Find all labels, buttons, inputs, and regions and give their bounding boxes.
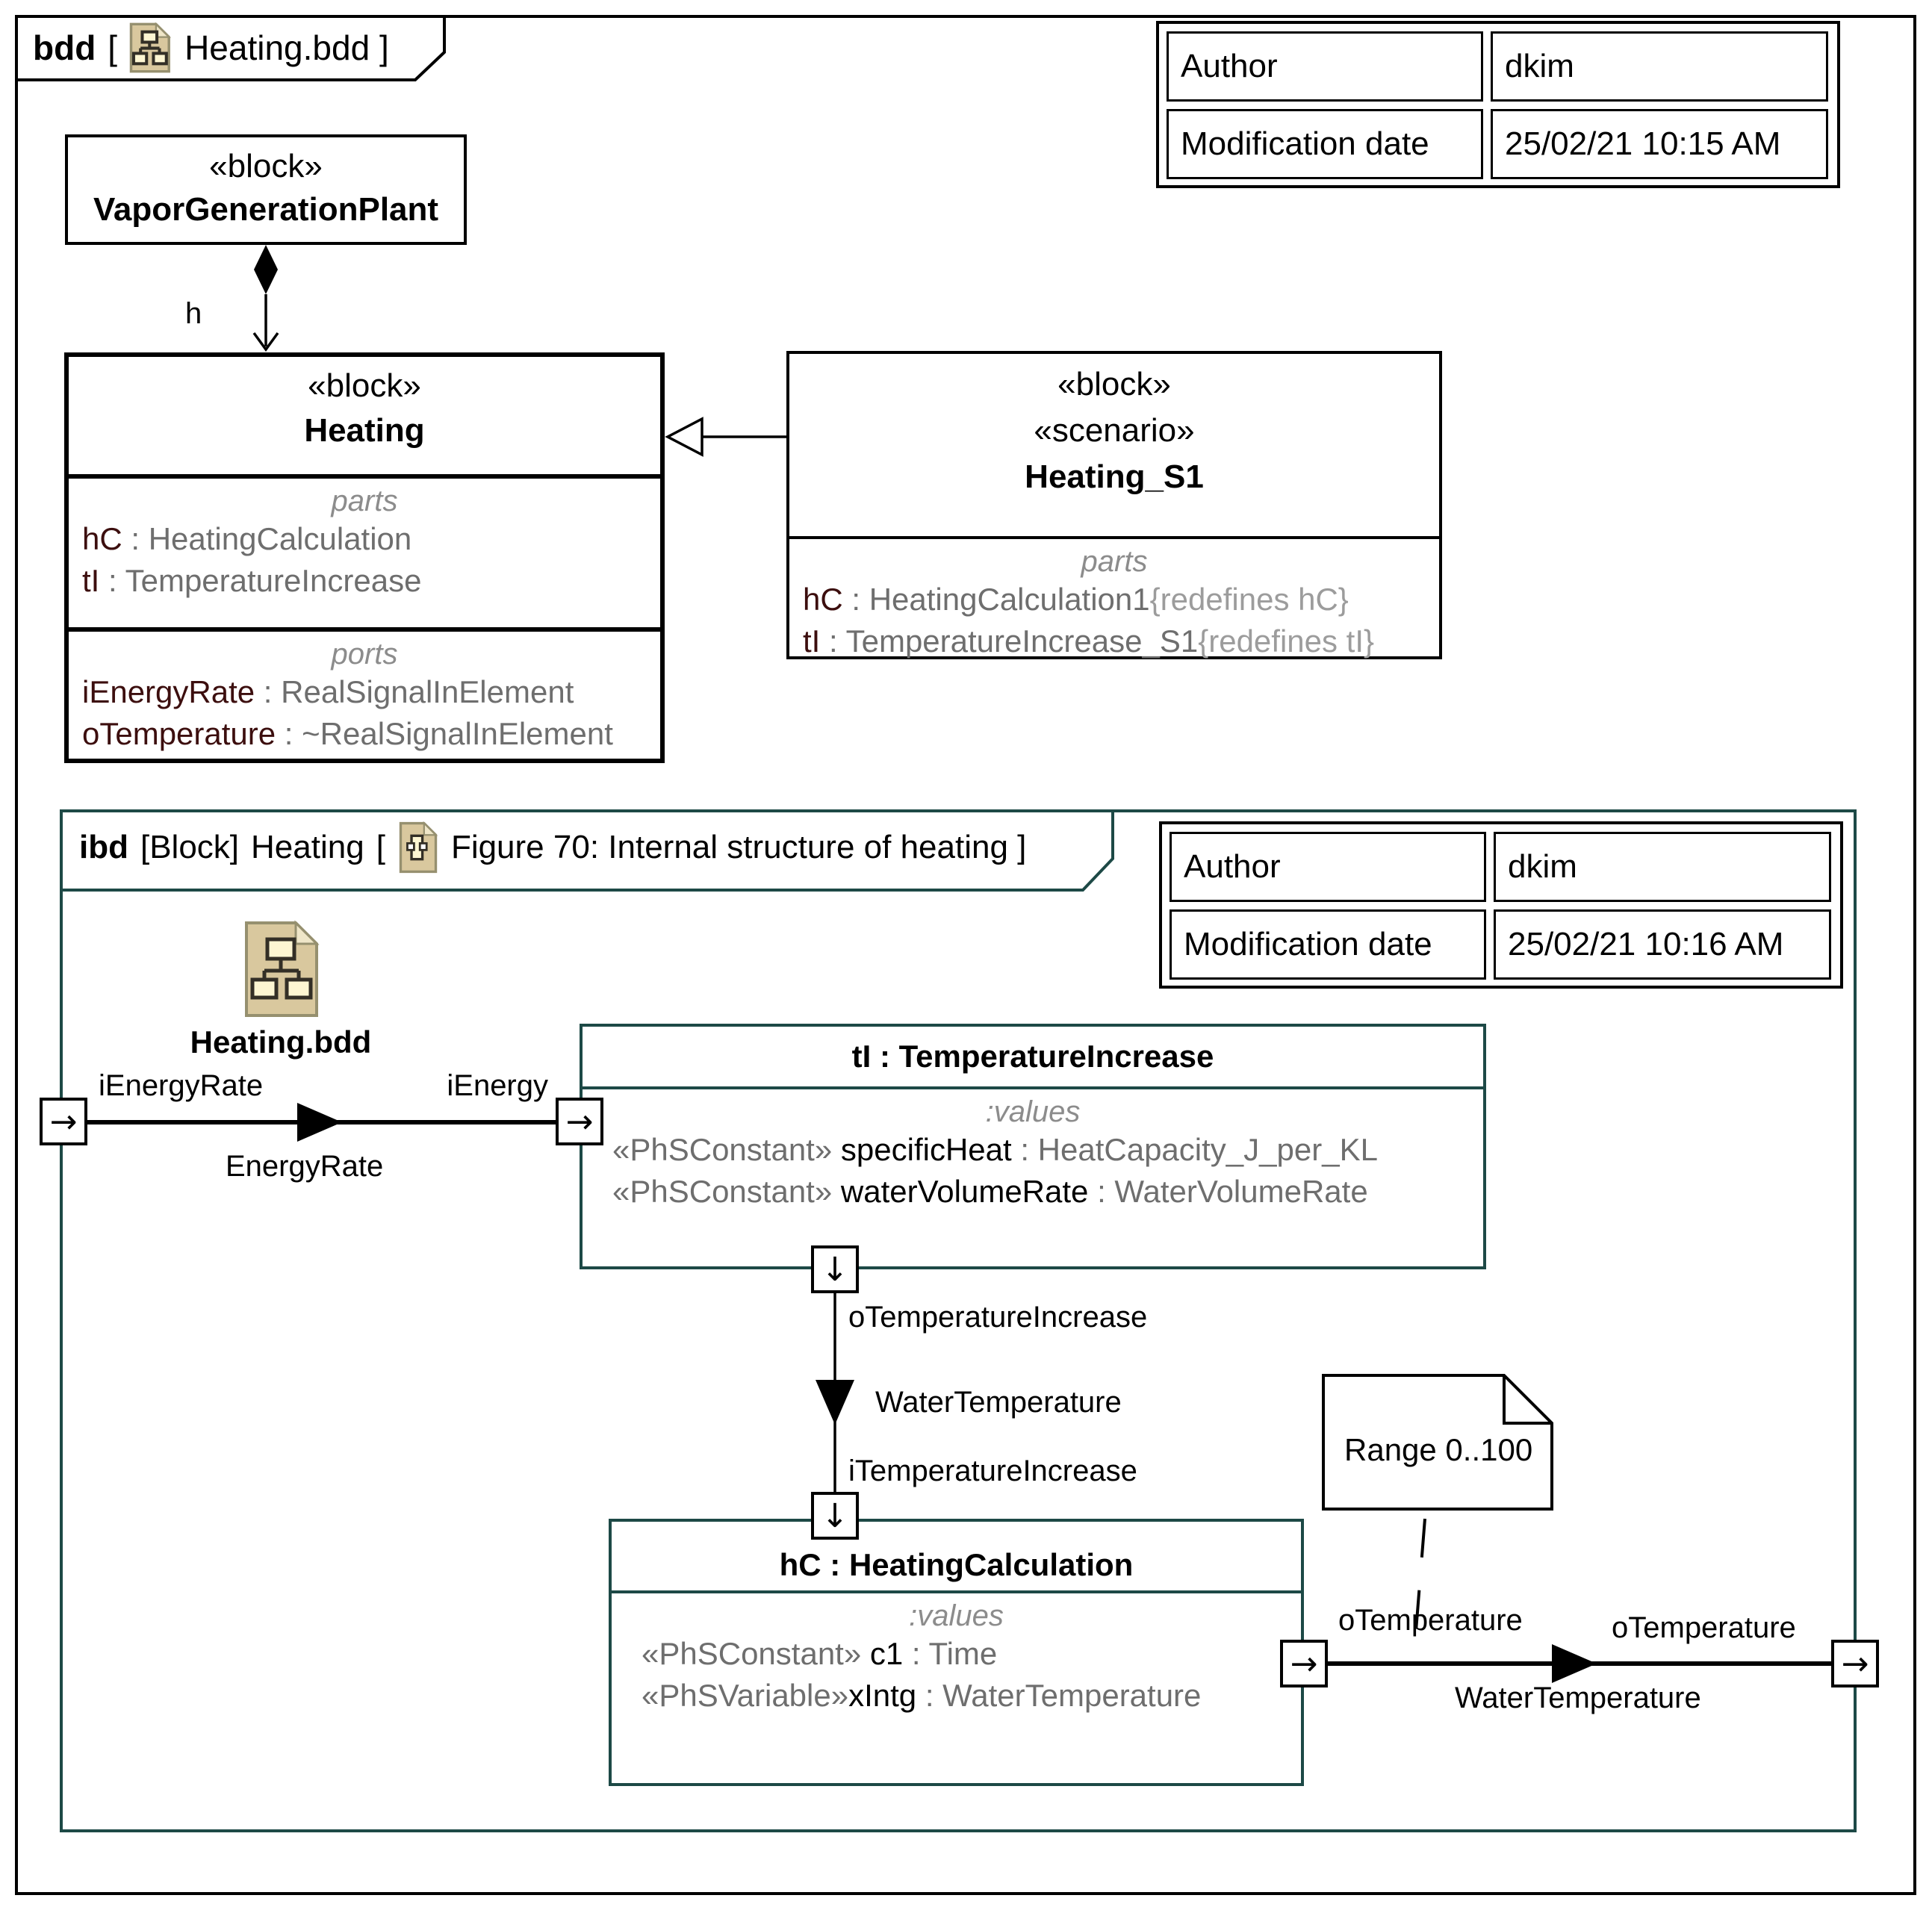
value-water-volume-rate[interactable]: «PhSConstant» waterVolumeRate : WaterVol…	[612, 1174, 1368, 1209]
item-flow-right-icon	[297, 1103, 342, 1142]
block-name: VaporGenerationPlant	[93, 191, 439, 228]
arrow-down-icon: ↓	[821, 1496, 849, 1535]
item-flow-right-icon	[1552, 1644, 1597, 1683]
temperature-flow-label[interactable]: WaterTemperature	[1455, 1682, 1701, 1714]
compartment-label: parts	[331, 485, 398, 517]
block-heating[interactable]: «block» Heating parts hC : HeatingCalcul…	[64, 352, 665, 763]
arrow-right-icon: →	[49, 1102, 78, 1141]
author-value-cell[interactable]: dkim	[1491, 31, 1828, 102]
compartment-label: :values	[985, 1095, 1081, 1128]
part-block-title: tI : TemperatureIncrease	[851, 1039, 1214, 1074]
block-heating-s1[interactable]: «block» «scenario» Heating_S1 parts hC :…	[786, 351, 1442, 659]
generalization-edge[interactable]	[665, 417, 786, 457]
ibd-tab-diagram-name: Figure 70: Internal structure of heating…	[450, 829, 1027, 865]
compartment-label: parts	[1081, 545, 1148, 578]
part-hc-redefined[interactable]: hC : HeatingCalculation1{redefines hC}	[803, 582, 1349, 617]
part-block-ti-temperature-increase[interactable]: tI : TemperatureIncrease :values «PhSCon…	[580, 1024, 1486, 1269]
block-stereotype: «block»	[308, 367, 421, 404]
block-stereotype: «scenario»	[1034, 412, 1195, 449]
ibd-tab-shape[interactable]	[60, 809, 1114, 892]
energy-flow-label[interactable]: EnergyRate	[226, 1150, 384, 1183]
value-specific-heat[interactable]: «PhSConstant» specificHeat : HeatCapacit…	[612, 1132, 1378, 1167]
bdd-file-icon-label[interactable]: Heating.bdd	[190, 1024, 372, 1060]
part-hc[interactable]: hC : HeatingCalculation	[82, 521, 412, 556]
arrow-right-icon: →	[565, 1102, 594, 1141]
temp-increase-target-label[interactable]: iTemperatureIncrease	[848, 1455, 1137, 1487]
part-block-title: hC : HeatingCalculation	[779, 1547, 1134, 1582]
part-ti[interactable]: tI : TemperatureIncrease	[82, 563, 422, 598]
block-stereotype: «block»	[209, 148, 323, 184]
temperature-connector[interactable]	[1328, 1644, 1833, 1683]
composition-role-label[interactable]: h	[185, 297, 202, 330]
ibd-tab-block-name: Heating	[251, 829, 364, 865]
hc-values-compartment: :values «PhSConstant» c1 : Time «PhSVari…	[612, 1593, 1301, 1717]
mod-date-label-cell: Modification date	[1170, 909, 1486, 980]
compartment-label: ports	[331, 638, 398, 671]
bdd-file-icon[interactable]	[245, 920, 320, 1017]
bdd-diagram-icon	[129, 22, 172, 73]
author-value-cell[interactable]: dkim	[1494, 832, 1831, 902]
mod-date-label-cell: Modification date	[1167, 109, 1483, 179]
author-label-cell: Author	[1167, 31, 1483, 102]
composition-edge[interactable]	[252, 245, 279, 352]
part-block-hc-heating-calculation[interactable]: hC : HeatingCalculation :values «PhSCons…	[609, 1519, 1304, 1786]
compartment-label: :values	[909, 1599, 1004, 1632]
block-name: Heating	[304, 412, 425, 449]
bdd-tab-keyword: bdd	[33, 28, 96, 67]
heating-parts-compartment: parts hC : HeatingCalculation tI : Tempe…	[69, 479, 660, 632]
block-vapor-generation-plant[interactable]: «block» VaporGenerationPlant	[65, 134, 467, 245]
bdd-tab-diagram-name: Heating.bdd ]	[184, 28, 389, 67]
energy-target-label[interactable]: iEnergy	[447, 1069, 548, 1102]
ibd-tab-kind: [Block]	[140, 829, 240, 865]
energy-source-label[interactable]: iEnergyRate	[99, 1069, 264, 1102]
temp-increase-source-label[interactable]: oTemperatureIncrease	[848, 1301, 1148, 1334]
frame-port-ienergyrate[interactable]: →	[40, 1098, 87, 1145]
ibd-tab[interactable]: ibd [Block] Heating [ Figure 70: Interna…	[79, 821, 1027, 874]
bdd-frame-border	[15, 15, 1916, 1895]
mod-date-value-cell[interactable]: 25/02/21 10:16 AM	[1494, 909, 1831, 980]
bdd-tab[interactable]: bdd [ Heating.bdd ]	[33, 22, 389, 73]
temp-increase-flow-label[interactable]: WaterTemperature	[875, 1386, 1122, 1419]
author-label-cell: Author	[1170, 832, 1486, 902]
block-stereotype: «block»	[1057, 366, 1171, 402]
heating-ports-compartment: ports iEnergyRate : RealSignalInElement …	[69, 632, 660, 755]
heating-s1-header: «block» «scenario» Heating_S1	[789, 366, 1439, 539]
heating-header: «block» Heating	[69, 367, 660, 479]
item-flow-down-icon	[816, 1380, 854, 1425]
hc-port-itemperatureincrease[interactable]: ↓	[811, 1492, 859, 1540]
temp-increase-connector[interactable]	[816, 1292, 854, 1493]
bdd-author-table: Author dkim Modification date 25/02/21 1…	[1156, 21, 1840, 188]
arrow-right-icon: →	[1290, 1644, 1318, 1683]
temperature-target-label[interactable]: oTemperature	[1612, 1611, 1796, 1644]
arrow-down-icon: ↓	[821, 1250, 849, 1289]
hc-header: hC : HeatingCalculation	[612, 1522, 1301, 1593]
ibd-tab-keyword: ibd	[79, 829, 128, 865]
note-shape[interactable]	[1322, 1374, 1553, 1631]
block-name: Heating_S1	[1025, 458, 1204, 495]
part-ti-redefined[interactable]: tI : TemperatureIncrease_S1{redefines tI…	[803, 623, 1375, 659]
heating-s1-parts-compartment: parts hC : HeatingCalculation1{redefines…	[789, 539, 1439, 662]
value-c1[interactable]: «PhSConstant» c1 : Time	[642, 1636, 998, 1671]
bdd-tab-open-bracket: [	[108, 28, 118, 67]
ibd-diagram-icon	[399, 821, 438, 874]
arrow-right-icon: →	[1841, 1644, 1869, 1683]
ti-port-otemperatureincrease[interactable]: ↓	[811, 1245, 859, 1293]
value-xintg[interactable]: «PhSVariable»xIntg : WaterTemperature	[642, 1678, 1202, 1713]
frame-port-otemperature[interactable]: →	[1831, 1640, 1879, 1687]
hc-port-otemperature[interactable]: →	[1280, 1640, 1328, 1687]
ibd-tab-open-bracket: [	[376, 829, 385, 865]
ti-values-compartment: :values «PhSConstant» specificHeat : Hea…	[583, 1089, 1483, 1213]
ibd-author-table: Author dkim Modification date 25/02/21 1…	[1159, 821, 1843, 989]
ti-port-ienergy[interactable]: →	[556, 1098, 603, 1145]
note-text[interactable]: Range 0..100	[1344, 1432, 1533, 1467]
ti-header: tI : TemperatureIncrease	[583, 1027, 1483, 1089]
temperature-source-label[interactable]: oTemperature	[1338, 1604, 1523, 1637]
port-otemperature[interactable]: oTemperature : ~RealSignalInElement	[82, 716, 613, 751]
mod-date-value-cell[interactable]: 25/02/21 10:15 AM	[1491, 109, 1828, 179]
port-ienergyrate[interactable]: iEnergyRate : RealSignalInElement	[82, 674, 574, 709]
energy-connector[interactable]	[87, 1103, 556, 1142]
